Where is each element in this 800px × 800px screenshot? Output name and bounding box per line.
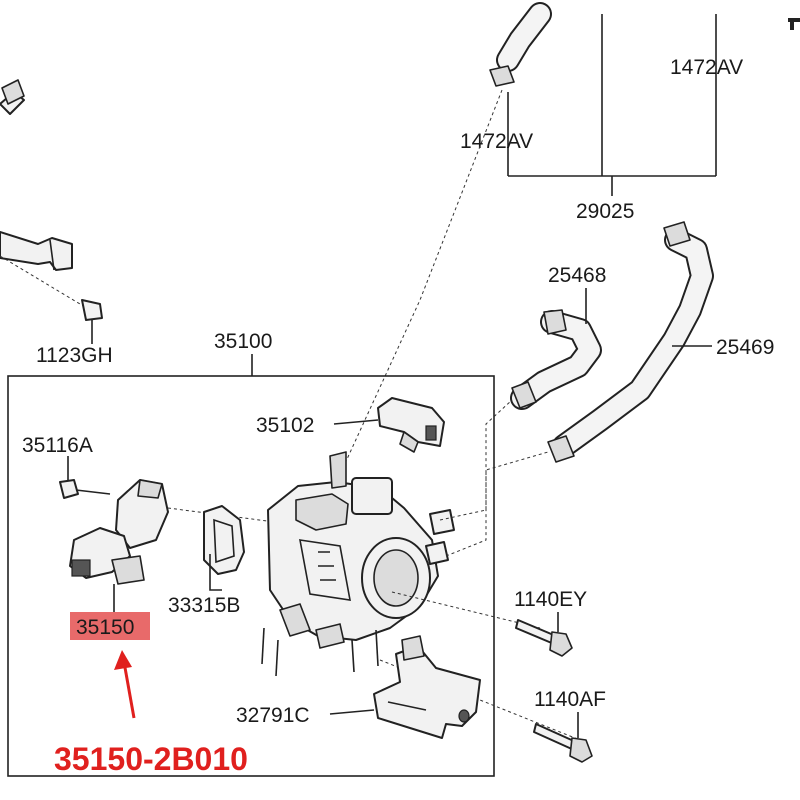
bolt-1140ey xyxy=(515,619,573,657)
label-25469: 25469 xyxy=(716,336,774,359)
bracket-32791c xyxy=(373,635,481,739)
top-hose-29025 xyxy=(489,2,552,87)
label-35150-highlight xyxy=(70,612,150,640)
part-number-callout: 35150-2B010 xyxy=(54,741,248,777)
assembly-box-35100 xyxy=(7,375,495,777)
label-33315b: 33315B xyxy=(168,594,240,617)
label-1140ey: 1140EY xyxy=(514,588,587,611)
label-32791c: 32791C xyxy=(236,704,310,727)
label-29025: 29025 xyxy=(576,200,634,223)
corner-mark xyxy=(788,18,800,30)
bolt-1123gh xyxy=(0,255,103,344)
label-1140af: 1140AF xyxy=(534,688,606,711)
hose-25469 xyxy=(547,221,714,463)
valve-35150 xyxy=(69,479,169,585)
label-35100: 35100 xyxy=(214,330,272,353)
hose-25468 xyxy=(510,309,602,410)
label-35116a: 35116A xyxy=(22,434,93,457)
label-1472av-mid: 1472AV xyxy=(460,130,533,153)
label-1472av-top: 1472AV xyxy=(670,56,743,79)
bracket-part xyxy=(0,231,73,271)
throttle-body xyxy=(261,451,455,677)
label-1123gh: 1123GH xyxy=(36,344,113,367)
top-left-bolt xyxy=(0,79,25,115)
label-35102: 35102 xyxy=(256,414,314,437)
label-35150: 35150 xyxy=(76,616,134,639)
label-25468: 25468 xyxy=(548,264,606,287)
sensor-35102 xyxy=(377,397,445,453)
gasket-33315b xyxy=(203,505,245,575)
bolt-1140af xyxy=(533,723,593,763)
screw-35116a xyxy=(59,479,111,499)
callout-arrow xyxy=(114,650,136,719)
